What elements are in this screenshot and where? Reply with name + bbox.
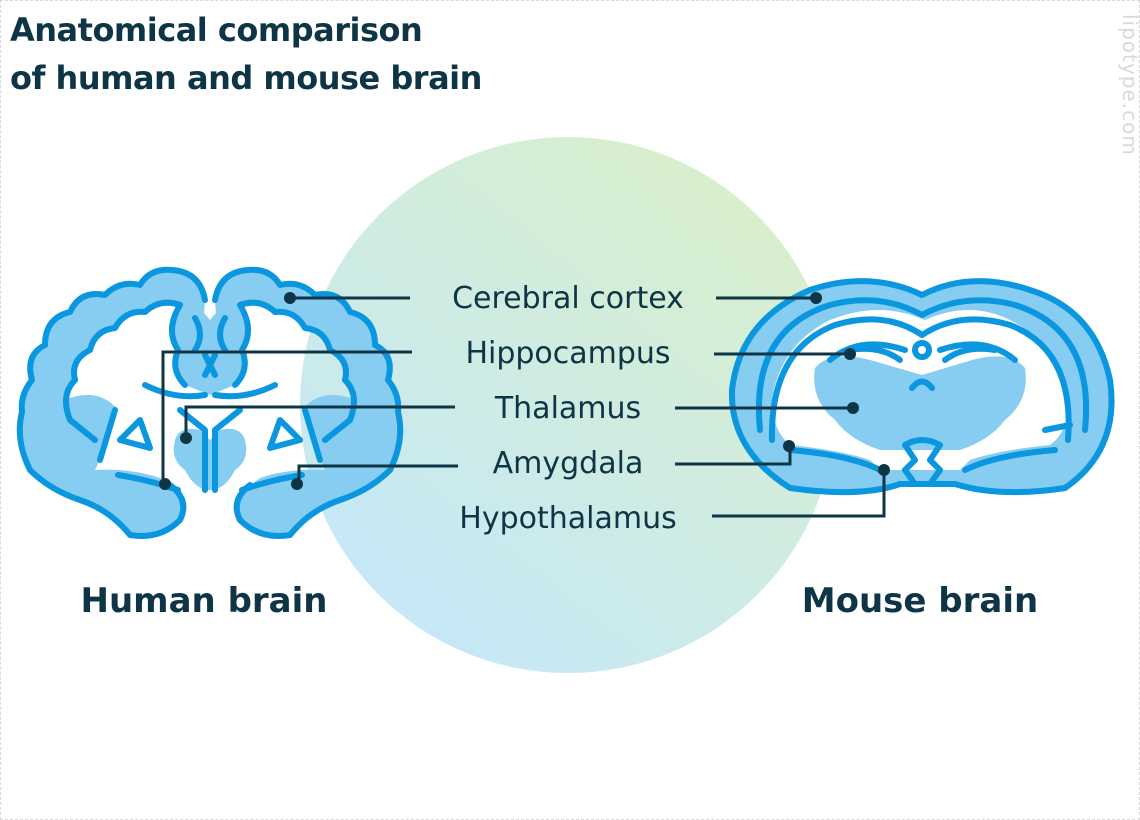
mouse-ventricle <box>912 340 932 360</box>
watermark: lipotype.com <box>1118 14 1140 156</box>
marker-hippocampus-mouse <box>844 348 856 360</box>
human-temporal-lobes <box>19 394 401 536</box>
human-thalamus <box>173 428 247 490</box>
caption-human-brain: Human brain <box>81 581 328 621</box>
marker-thalamus-human <box>180 432 192 444</box>
caption-mouse-brain: Mouse brain <box>802 581 1038 621</box>
human-inner-outline <box>63 299 357 423</box>
human-midline-outline <box>169 302 251 388</box>
title-line-1: Anatomical comparison <box>10 11 423 49</box>
marker-amygdala-mouse <box>783 440 795 452</box>
human-ventricles <box>67 382 353 493</box>
marker-amygdala-human <box>291 478 303 490</box>
marker-hypothalamus-mouse <box>878 464 890 476</box>
mouse-hippocampus-outline <box>827 341 1018 391</box>
region-labels: Cerebral cortex Hippocampus Thalamus Amy… <box>452 281 684 536</box>
leader-thalamus-human <box>184 405 455 438</box>
marker-thalamus-mouse <box>847 402 859 414</box>
leader-hypothalamus-mouse <box>712 470 886 518</box>
leader-lines <box>159 292 890 518</box>
mouse-thalamus <box>814 356 1026 450</box>
leader-hippocampus-human <box>161 350 412 484</box>
label-thalamus: Thalamus <box>494 391 641 426</box>
mouse-hypothalamus-outline <box>787 422 1073 487</box>
human-cortex <box>21 269 399 420</box>
label-amygdala: Amygdala <box>493 446 644 481</box>
human-brain-illustration <box>16 266 404 539</box>
background-circle <box>300 137 836 673</box>
label-hypothalamus: Hypothalamus <box>459 501 676 536</box>
marker-cortex-human <box>284 292 296 304</box>
leader-amygdala-mouse <box>675 446 792 466</box>
human-midline <box>171 304 249 395</box>
label-cerebral-cortex: Cerebral cortex <box>452 281 684 316</box>
page-title: Anatomical comparison of human and mouse… <box>10 6 482 102</box>
label-hippocampus: Hippocampus <box>465 336 670 371</box>
leader-amygdala-human <box>297 464 458 484</box>
title-line-2: of human and mouse brain <box>10 59 482 97</box>
marker-hippocampus-human <box>159 478 171 490</box>
marker-cortex-mouse <box>810 292 822 304</box>
human-outer-outline <box>16 266 404 539</box>
